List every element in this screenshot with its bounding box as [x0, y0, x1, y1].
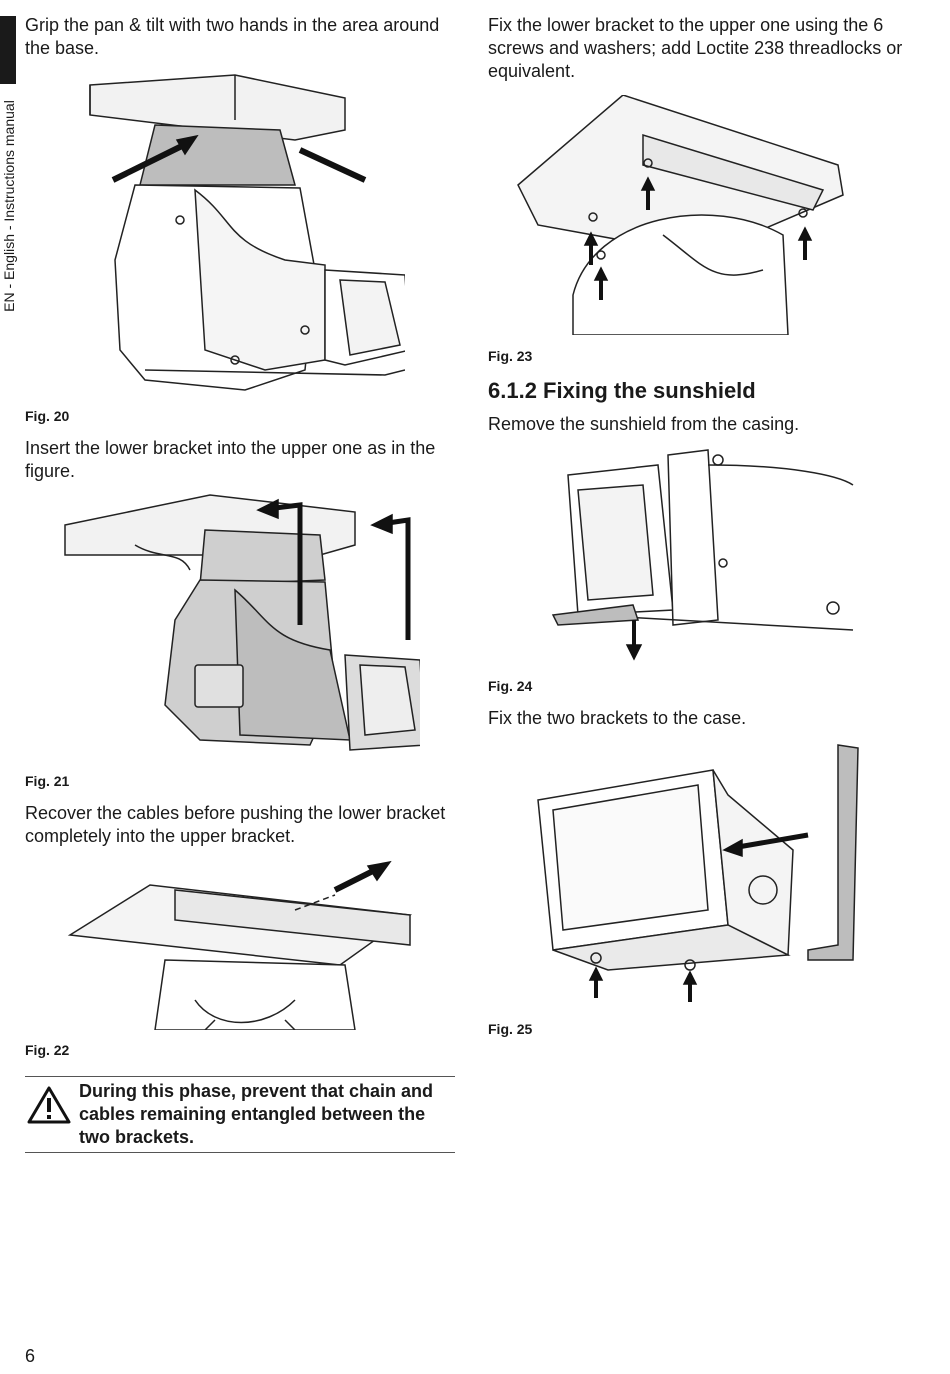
figure-22-caption: Fig. 22	[25, 1042, 70, 1058]
figure-24-caption: Fig. 24	[488, 678, 533, 694]
warning-box: During this phase, prevent that chain an…	[25, 1076, 455, 1153]
figure-20-caption: Fig. 20	[25, 408, 70, 424]
warning-text: During this phase, prevent that chain an…	[79, 1081, 434, 1147]
instruction-insert: Insert the lower bracket into the upper …	[25, 438, 436, 481]
page-number: 6	[25, 1346, 36, 1366]
figure-21-caption: Fig. 21	[25, 773, 70, 789]
section-heading: 6.1.2 Fixing the sunshield	[488, 378, 756, 403]
figure-20-illustration	[85, 70, 405, 400]
figure-22-illustration	[65, 860, 425, 1030]
instruction-remove-sunshield: Remove the sunshield from the casing.	[488, 414, 800, 434]
figure-23-illustration	[513, 95, 858, 335]
side-manual-label: EN - English - Instructions manual	[1, 100, 17, 312]
figure-25-caption: Fig. 25	[488, 1021, 533, 1037]
figure-24-illustration	[548, 445, 858, 665]
figure-25-illustration	[528, 740, 878, 1005]
instruction-grip: Grip the pan & tilt with two hands in th…	[25, 15, 440, 58]
figure-21-illustration	[60, 490, 420, 760]
instruction-recover-cables: Recover the cables before pushing the lo…	[25, 803, 446, 846]
figure-23-caption: Fig. 23	[488, 348, 533, 364]
instruction-fix-lower-bracket: Fix the lower bracket to the upper one u…	[488, 15, 903, 81]
warning-triangle-icon	[27, 1085, 71, 1130]
instruction-fix-brackets: Fix the two brackets to the case.	[488, 708, 747, 728]
side-tab-marker	[0, 16, 16, 84]
